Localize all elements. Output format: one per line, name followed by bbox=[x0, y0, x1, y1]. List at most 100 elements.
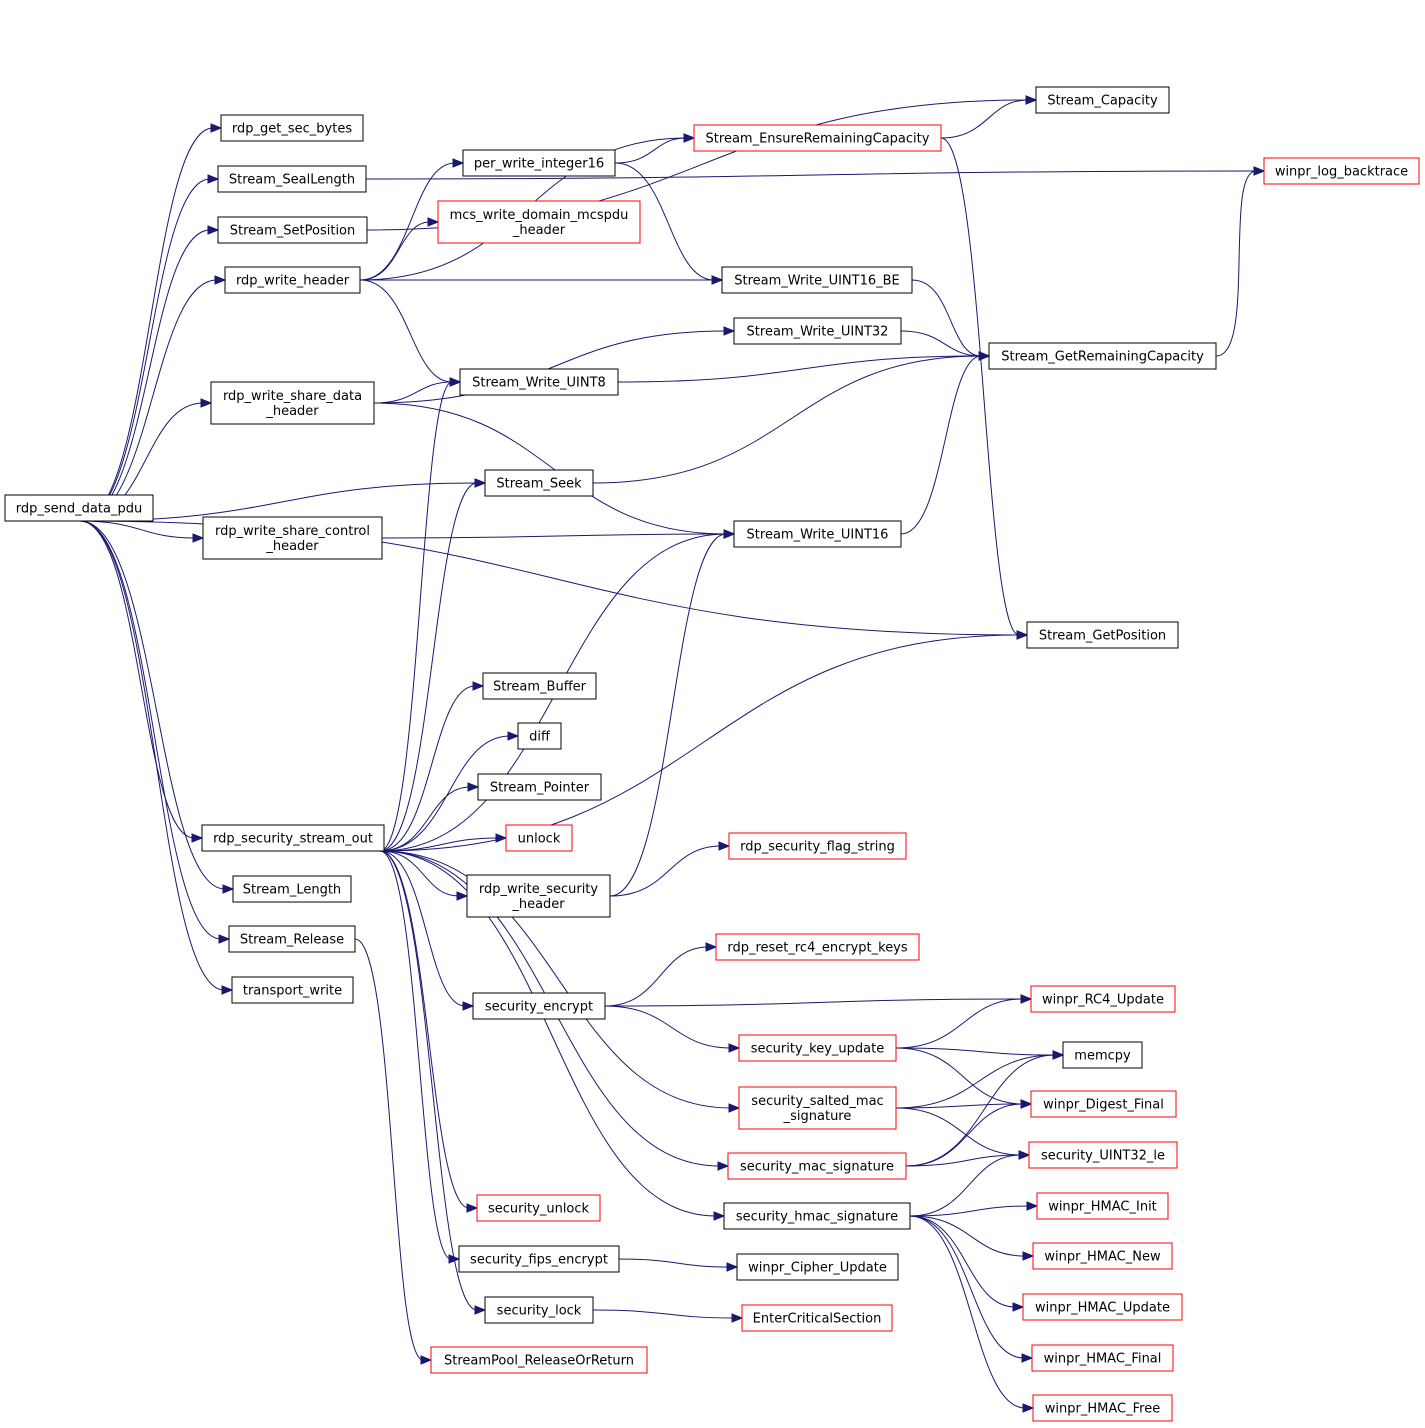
node-stream-length[interactable]: Stream_Length bbox=[232, 875, 352, 903]
node-rdp-write-security-header[interactable]: rdp_write_security_header bbox=[466, 874, 611, 918]
node-label: winpr_HMAC_Update bbox=[1035, 1301, 1170, 1316]
node-security-mac-signature[interactable]: security_mac_signature bbox=[727, 1152, 907, 1180]
node-rdp-write-share-control-header[interactable]: rdp_write_share_control_header bbox=[202, 516, 383, 560]
arrowhead-icon bbox=[456, 891, 469, 901]
node-label: unlock bbox=[518, 832, 561, 847]
edge-security-hmac-signature-to-winpr-hmac-final bbox=[909, 1215, 1034, 1363]
edge-rdp-send-data-pdu-to-rdp-get-sec-bytes bbox=[79, 123, 223, 522]
node-streampool-releaseorreturn[interactable]: StreamPool_ReleaseOrReturn bbox=[430, 1346, 648, 1374]
node-security-uint32-le[interactable]: security_UINT32_le bbox=[1028, 1141, 1178, 1169]
node-stream-release[interactable]: Stream_Release bbox=[228, 925, 356, 953]
node-entercriticalsection[interactable]: EnterCriticalSection bbox=[741, 1304, 893, 1332]
node-label: Stream_SetPosition bbox=[230, 224, 356, 239]
arrowhead-icon bbox=[200, 398, 213, 408]
node-stream-setposition[interactable]: Stream_SetPosition bbox=[217, 216, 368, 244]
node-security-fips-encrypt[interactable]: security_fips_encrypt bbox=[458, 1245, 620, 1273]
node-security-lock[interactable]: security_lock bbox=[484, 1296, 594, 1324]
node-security-encrypt[interactable]: security_encrypt bbox=[472, 992, 606, 1020]
node-stream-write-uint8[interactable]: Stream_Write_UINT8 bbox=[459, 368, 619, 396]
node-label: _header bbox=[512, 223, 566, 238]
node-box bbox=[1263, 157, 1420, 185]
node-stream-pointer[interactable]: Stream_Pointer bbox=[477, 773, 602, 801]
arrowhead-icon bbox=[731, 1313, 744, 1323]
arrowhead-icon bbox=[728, 1043, 741, 1053]
node-rdp-security-flag-string[interactable]: rdp_security_flag_string bbox=[728, 832, 907, 860]
node-per-write-integer16[interactable]: per_write_integer16 bbox=[462, 149, 616, 177]
node-security-hmac-signature[interactable]: security_hmac_signature bbox=[723, 1202, 911, 1230]
node-box bbox=[723, 1202, 911, 1230]
node-winpr-hmac-update[interactable]: winpr_HMAC_Update bbox=[1022, 1293, 1183, 1321]
node-stream-buffer[interactable]: Stream_Buffer bbox=[482, 672, 597, 700]
node-stream-getremainingcapacity[interactable]: Stream_GetRemainingCapacity bbox=[988, 342, 1217, 370]
arrowhead-icon bbox=[1025, 95, 1038, 105]
node-box bbox=[217, 216, 368, 244]
node-label: Stream_Write_UINT8 bbox=[472, 376, 606, 391]
node-box bbox=[459, 368, 619, 396]
node-stream-write-uint16[interactable]: Stream_Write_UINT16 bbox=[733, 520, 902, 548]
edge-rdp-send-data-pdu-to-stream-release bbox=[79, 520, 231, 944]
node-stream-capacity[interactable]: Stream_Capacity bbox=[1035, 86, 1170, 114]
arrowhead-icon bbox=[1016, 630, 1029, 640]
edge-rdp-security-stream-out-to-diff bbox=[379, 731, 520, 852]
node-label: Stream_Capacity bbox=[1047, 94, 1158, 109]
edge-rdp-security-stream-out-to-stream-pointer bbox=[379, 782, 480, 852]
arrowhead-icon bbox=[466, 1203, 479, 1213]
arrowhead-icon bbox=[472, 681, 485, 691]
edge-rdp-security-stream-out-to-security-salted-mac-signature bbox=[379, 850, 741, 1113]
edge-rdp-write-share-data-header-to-stream-write-uint32 bbox=[373, 326, 736, 404]
node-box bbox=[476, 1194, 601, 1222]
node-winpr-log-backtrace[interactable]: winpr_log_backtrace bbox=[1263, 157, 1420, 185]
arrowhead-icon bbox=[1022, 1251, 1035, 1261]
node-mcs-write-domain-mcspdu-header[interactable]: mcs_write_domain_mcspdu_header bbox=[437, 200, 641, 244]
arrowhead-icon bbox=[718, 841, 731, 851]
node-rdp-write-header[interactable]: rdp_write_header bbox=[224, 266, 361, 294]
node-stream-write-uint32[interactable]: Stream_Write_UINT32 bbox=[733, 317, 902, 345]
node-stream-write-uint16-be[interactable]: Stream_Write_UINT16_BE bbox=[721, 266, 913, 294]
node-transport-write[interactable]: transport_write bbox=[231, 976, 354, 1004]
node-winpr-hmac-free[interactable]: winpr_HMAC_Free bbox=[1032, 1394, 1173, 1422]
node-winpr-rc4-update[interactable]: winpr_RC4_Update bbox=[1030, 985, 1176, 1013]
node-box bbox=[1022, 1293, 1183, 1321]
node-box bbox=[210, 381, 375, 425]
node-winpr-hmac-final[interactable]: winpr_HMAC_Final bbox=[1031, 1344, 1174, 1372]
node-winpr-hmac-init[interactable]: winpr_HMAC_Init bbox=[1036, 1192, 1169, 1220]
node-label: Stream_EnsureRemainingCapacity bbox=[706, 132, 930, 147]
node-rdp-write-share-data-header[interactable]: rdp_write_share_data_header bbox=[210, 381, 375, 425]
node-label: security_encrypt bbox=[485, 1000, 593, 1015]
node-rdp-reset-rc4-encrypt-keys[interactable]: rdp_reset_rc4_encrypt_keys bbox=[715, 933, 920, 961]
node-security-unlock[interactable]: security_unlock bbox=[476, 1194, 601, 1222]
edge-rdp-write-share-data-header-to-stream-write-uint8 bbox=[373, 377, 462, 404]
node-label: winpr_HMAC_Final bbox=[1044, 1352, 1162, 1367]
arrowhead-icon bbox=[1012, 1302, 1025, 1312]
arrowhead-icon bbox=[218, 934, 231, 944]
node-rdp-get-sec-bytes[interactable]: rdp_get_sec_bytes bbox=[220, 114, 364, 142]
node-label: Stream_Write_UINT16 bbox=[747, 528, 889, 543]
node-rdp-security-stream-out[interactable]: rdp_security_stream_out bbox=[201, 824, 385, 852]
node-winpr-cipher-update[interactable]: winpr_Cipher_Update bbox=[736, 1253, 899, 1281]
node-winpr-hmac-new[interactable]: winpr_HMAC_New bbox=[1032, 1242, 1173, 1270]
nodes-layer: rdp_send_data_pdurdp_get_sec_bytesStream… bbox=[4, 86, 1420, 1422]
arrowhead-icon bbox=[1022, 1403, 1035, 1413]
node-security-salted-mac-signature[interactable]: security_salted_mac_signature bbox=[738, 1086, 897, 1130]
node-unlock[interactable]: unlock bbox=[505, 824, 573, 852]
node-winpr-digest-final[interactable]: winpr_Digest_Final bbox=[1030, 1090, 1177, 1118]
node-box bbox=[517, 722, 562, 750]
node-stream-getposition[interactable]: Stream_GetPosition bbox=[1026, 621, 1179, 649]
arrowhead-icon bbox=[717, 1161, 730, 1171]
node-stream-seek[interactable]: Stream_Seek bbox=[484, 469, 594, 497]
node-stream-seallength[interactable]: Stream_SealLength bbox=[217, 165, 367, 193]
node-memcpy[interactable]: memcpy bbox=[1062, 1041, 1143, 1069]
node-label: Stream_Buffer bbox=[493, 680, 587, 695]
node-label: security_lock bbox=[497, 1304, 582, 1319]
edge-stream-ensureremainingcapacity-to-stream-capacity bbox=[940, 95, 1038, 139]
node-label: security_salted_mac bbox=[751, 1094, 883, 1109]
arrowhead-icon bbox=[222, 884, 235, 894]
edge-security-encrypt-to-winpr-rc4-update bbox=[604, 994, 1033, 1007]
node-stream-ensureremainingcapacity[interactable]: Stream_EnsureRemainingCapacity bbox=[693, 124, 942, 152]
arrowhead-icon bbox=[1020, 1099, 1033, 1109]
arrowhead-icon bbox=[427, 217, 440, 227]
node-diff[interactable]: diff bbox=[517, 722, 562, 750]
node-security-key-update[interactable]: security_key_update bbox=[738, 1034, 897, 1062]
edge-rdp-security-stream-out-to-security-fips-encrypt bbox=[379, 850, 461, 1264]
node-box bbox=[231, 976, 354, 1004]
